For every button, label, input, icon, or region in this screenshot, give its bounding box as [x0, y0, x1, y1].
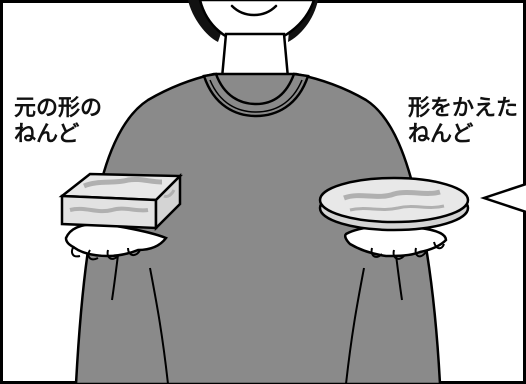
- clay-block-icon: [58, 172, 183, 232]
- clay-disc-icon: [318, 176, 470, 232]
- label-original-clay: 元の形の ねんど: [14, 96, 103, 147]
- mouth: [230, 4, 278, 17]
- neck: [220, 32, 290, 80]
- speech-pointer-icon: [480, 182, 526, 214]
- label-changed-clay: 形をかえた ねんど: [408, 96, 519, 147]
